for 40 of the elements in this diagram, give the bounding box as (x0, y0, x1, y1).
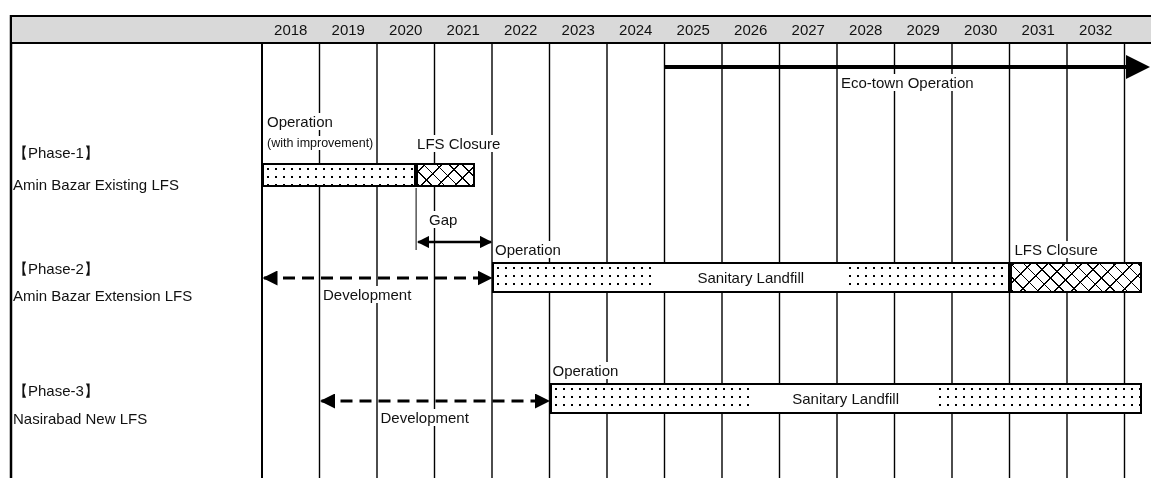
hatched-bar (416, 163, 475, 187)
year-label: 2023 (560, 21, 596, 38)
year-label: 2018 (273, 21, 309, 38)
year-label: 2020 (388, 21, 424, 38)
dotted-bar (549, 383, 1142, 414)
dotted-bar (492, 262, 1010, 293)
row-label: Amin Bazar Extension LFS (12, 287, 194, 305)
dotted-bar (262, 163, 417, 187)
row-label: 【Phase-1】 (12, 144, 100, 162)
phase-label: (with improvement) (266, 136, 375, 151)
year-label: 2027 (790, 21, 826, 38)
phase-label: Operation (494, 241, 562, 259)
edge-label: Gap (428, 211, 459, 229)
arrow (416, 235, 493, 249)
year-label: 2022 (503, 21, 539, 38)
row-label: 【Phase-3】 (12, 382, 100, 400)
year-label: 2028 (848, 21, 884, 38)
year-label: 2026 (733, 21, 769, 38)
phase-label: LFS Closure (1013, 241, 1099, 259)
year-label: 2031 (1020, 21, 1056, 38)
edge-label: Development (322, 286, 413, 304)
year-label: 2032 (1078, 21, 1114, 38)
year-label: 2024 (618, 21, 654, 38)
arrow-label: Eco-town Operation (840, 74, 975, 92)
year-label: 2021 (445, 21, 481, 38)
row-label: 【Phase-2】 (12, 260, 100, 278)
phase-label: Operation (551, 362, 620, 380)
edge-label: Development (379, 409, 470, 427)
row-label: Nasirabad New LFS (12, 410, 149, 428)
row-label: Amin Bazar Existing LFS (12, 176, 180, 194)
phase-label: LFS Closure (416, 135, 502, 153)
bar-label: Sanitary Landfill (657, 267, 845, 288)
year-label: 2025 (675, 21, 711, 38)
phase-label: Operation (266, 113, 334, 131)
year-label: 2030 (963, 21, 999, 38)
year-label: 2029 (905, 21, 941, 38)
dashed-arrow (262, 270, 493, 286)
hatched-bar (1009, 262, 1142, 293)
year-label: 2019 (330, 21, 366, 38)
dashed-arrow (320, 393, 550, 409)
